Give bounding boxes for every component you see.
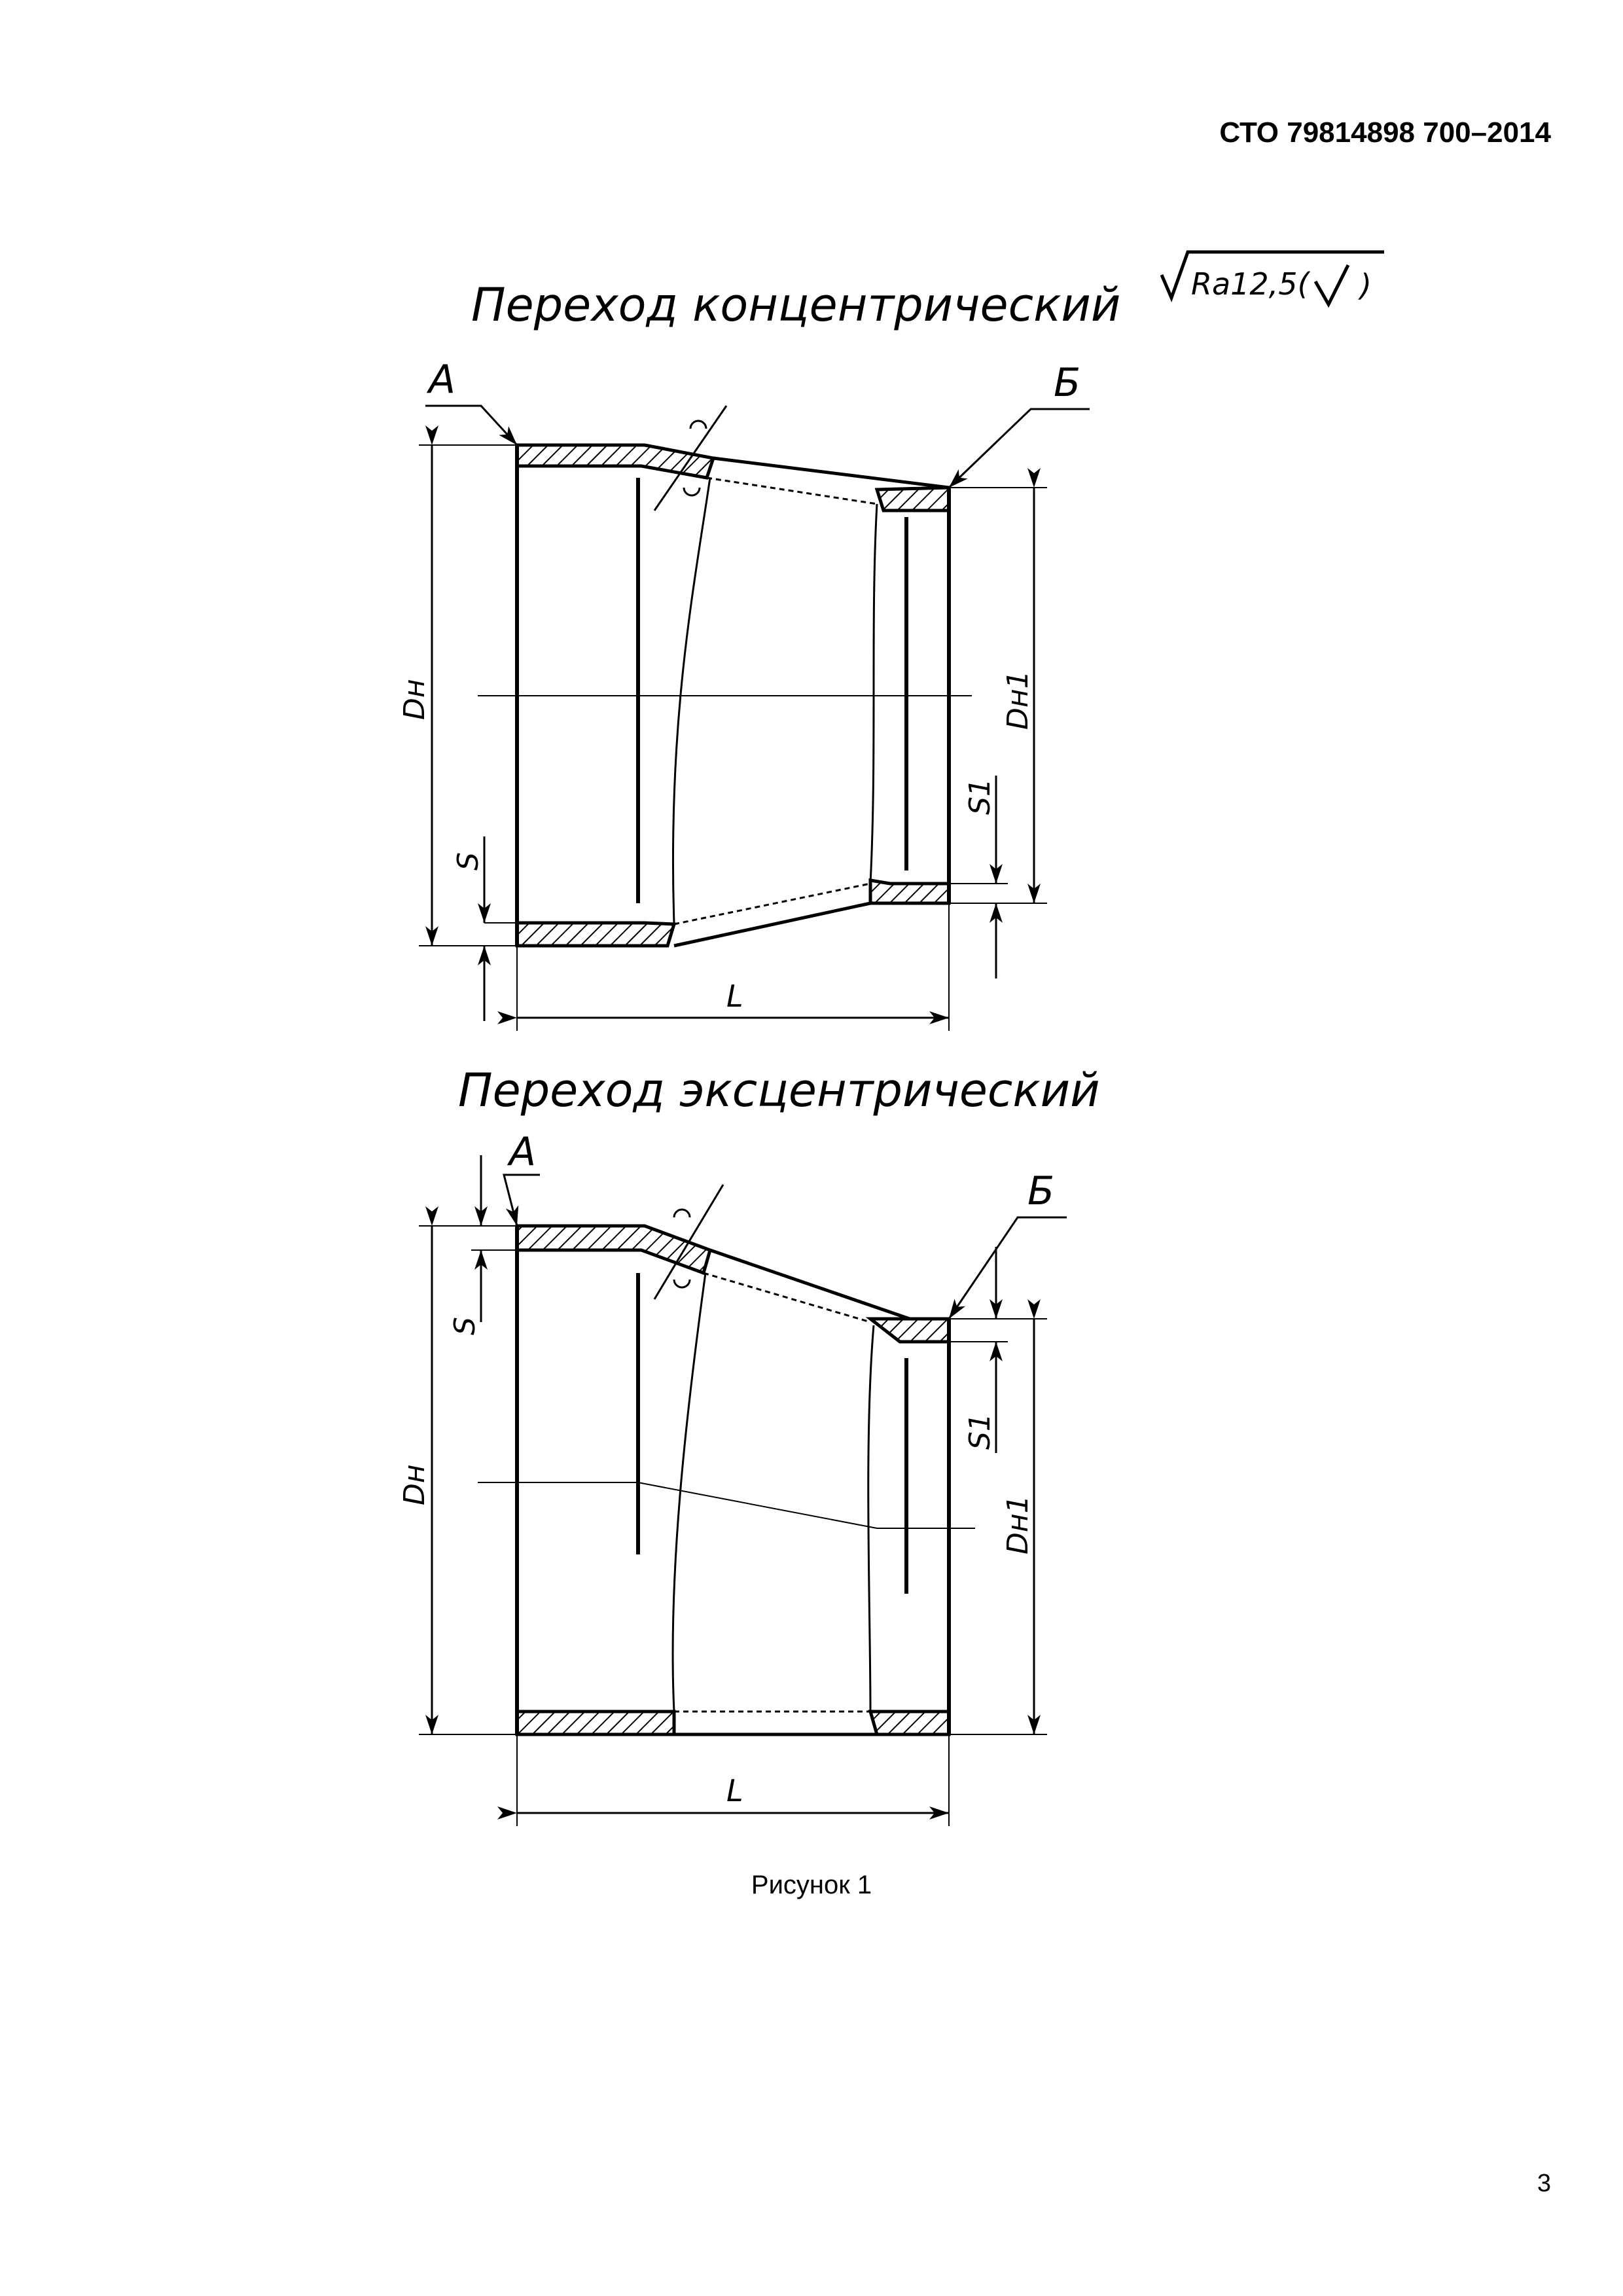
- end-b-label: Б: [1054, 360, 1080, 406]
- dn1-label: Dн1: [1001, 1495, 1035, 1554]
- figure-caption: Рисунок 1: [751, 1871, 872, 1899]
- s1-label: S1: [963, 1413, 997, 1450]
- figure-title: Переход концентрический: [471, 278, 1120, 332]
- end-b-label: Б: [1027, 1168, 1054, 1214]
- end-a-label: А: [507, 1129, 536, 1175]
- roughness-tail: ): [1358, 268, 1372, 303]
- page-number: 3: [1537, 2170, 1551, 2197]
- dn-label: Dн: [398, 1464, 431, 1505]
- l-label: L: [726, 1773, 743, 1808]
- l-label: L: [726, 978, 743, 1014]
- roughness-text: Ra12,5(: [1191, 266, 1311, 302]
- s-label: S: [452, 852, 485, 870]
- eccentric-reducer-drawing: Переход эксцентрический А Б: [398, 1064, 1100, 1826]
- dn1-label: Dн1: [1001, 670, 1035, 730]
- document-header: СТО 79814898 700–2014: [1219, 117, 1551, 149]
- figure-title: Переход эксцентрический: [458, 1064, 1100, 1117]
- dn-label: Dн: [398, 679, 431, 720]
- s1-label: S1: [963, 778, 997, 815]
- concentric-reducer-drawing: Переход концентрический А Б: [398, 278, 1120, 1031]
- s-label: S: [448, 1317, 482, 1335]
- end-a-label: А: [426, 357, 455, 403]
- roughness-symbol: Ra12,5( ): [1160, 250, 1384, 308]
